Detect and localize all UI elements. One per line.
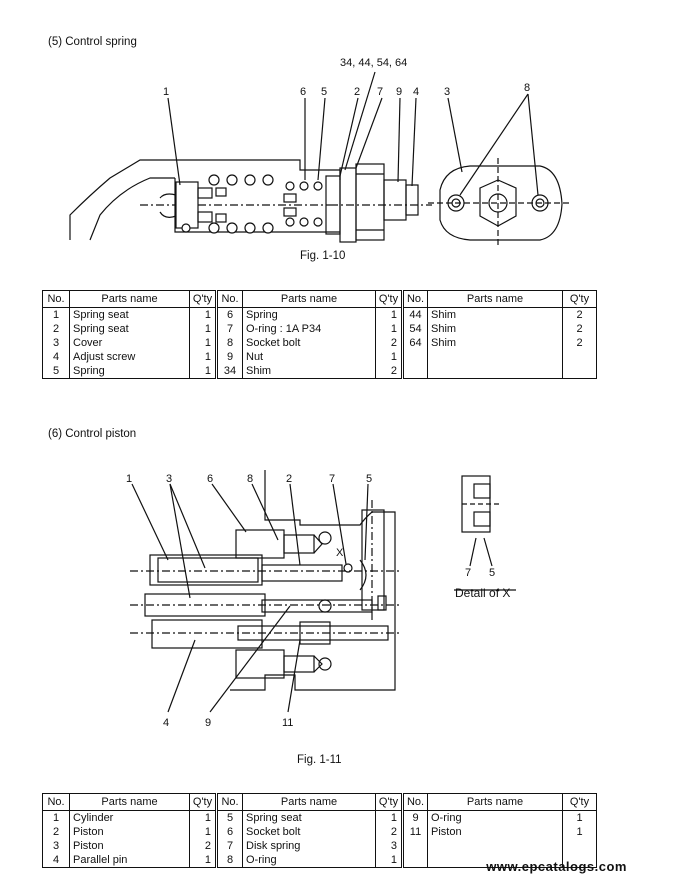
- detail-callout-7: 7: [465, 567, 471, 579]
- callout-8: 8: [524, 82, 530, 94]
- callout-9: 9: [396, 86, 402, 98]
- watermark: www.epcatalogs.com: [486, 859, 627, 874]
- callout-7: 7: [329, 473, 335, 485]
- detail-of-x-label: Detail of X: [455, 586, 510, 600]
- callout-4: 4: [163, 717, 169, 729]
- callout-11: 11: [282, 717, 293, 729]
- callout-6: 6: [300, 86, 306, 98]
- callout-x: X: [336, 547, 344, 559]
- figure-1-11-caption: Fig. 1-11: [297, 754, 342, 766]
- callout-9: 9: [205, 717, 211, 729]
- callout-1: 1: [126, 473, 132, 485]
- detail-callout-5: 5: [489, 567, 495, 579]
- callout-3: 3: [444, 86, 450, 98]
- figure-1-10-caption: Fig. 1-10: [300, 250, 346, 262]
- callout-4: 4: [413, 86, 419, 98]
- callout-8: 8: [247, 473, 253, 485]
- callout-7: 7: [377, 86, 383, 98]
- callout-6: 6: [207, 473, 213, 485]
- callout-1: 1: [163, 86, 169, 98]
- callout-5: 5: [321, 86, 327, 98]
- callout-3: 3: [166, 473, 172, 485]
- section-5-title: (5) Control spring: [48, 36, 137, 48]
- callout-34-44-54-64: 34, 44, 54, 64: [340, 57, 407, 69]
- callout-5: 5: [366, 473, 372, 485]
- section-6-title: (6) Control piston: [48, 428, 137, 440]
- callout-2: 2: [354, 86, 360, 98]
- callout-2: 2: [286, 473, 292, 485]
